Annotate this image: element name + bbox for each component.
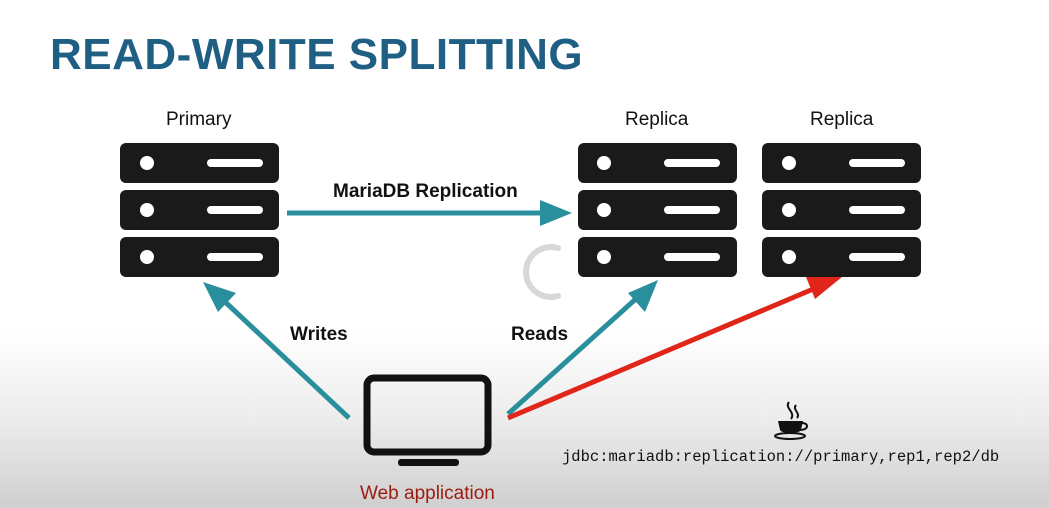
- loading-spinner-icon: [523, 244, 561, 300]
- primary-label: Primary: [166, 109, 232, 130]
- writes-label: Writes: [290, 324, 348, 345]
- web-application-label: Web application: [360, 483, 495, 504]
- replica-2-server-icon: [762, 143, 921, 277]
- replica-1-server-icon: [578, 143, 737, 277]
- replication-arrow: [287, 200, 572, 226]
- primary-server-icon: [120, 143, 279, 277]
- monitor-icon: [363, 374, 492, 466]
- writes-arrow: [203, 282, 351, 420]
- replica-1-label: Replica: [625, 109, 689, 130]
- red-reads-arrow: [507, 277, 842, 421]
- reads-arrow: [506, 280, 658, 416]
- java-icon: [774, 401, 808, 440]
- jdbc-connection-string: jdbc:mariadb:replication://primary,rep1,…: [562, 448, 1000, 466]
- slide-title: READ-WRITE SPLITTING: [50, 30, 584, 79]
- replica-2-label: Replica: [810, 109, 874, 130]
- reads-label: Reads: [511, 324, 569, 345]
- replication-label: MariaDB Replication: [333, 181, 518, 202]
